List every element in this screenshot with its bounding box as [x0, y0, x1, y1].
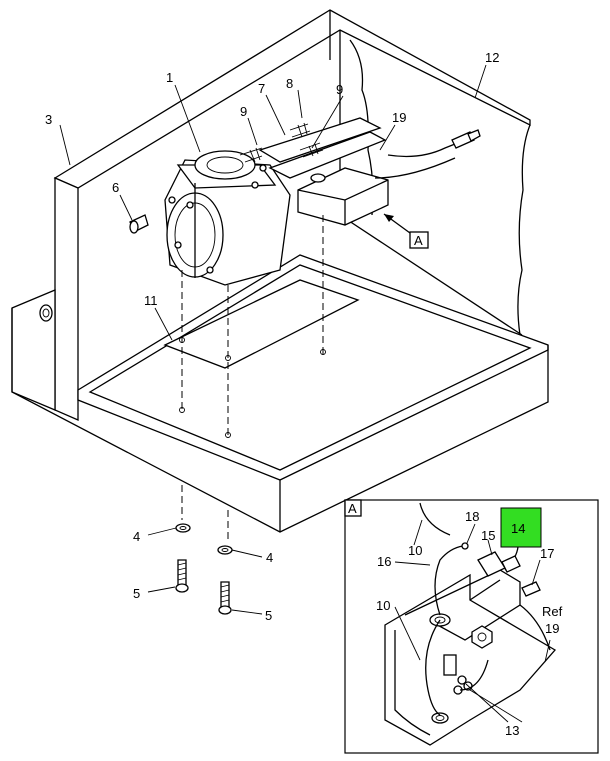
callout-1: 1: [166, 70, 173, 85]
callout-4: 4: [266, 550, 273, 565]
screw-5b: [218, 581, 232, 615]
callout-8: 8: [286, 76, 293, 91]
callout-3: 3: [45, 112, 52, 127]
callouts: 1 3 7 8 9 9 12 19 6 11 4 4 5 5: [45, 50, 499, 623]
detail-callout-13: 13: [505, 723, 519, 738]
detail-callout-15: 15: [481, 528, 495, 543]
callout-5: 5: [133, 586, 140, 601]
view-marker-label: A: [414, 233, 423, 248]
screw-5a: [175, 559, 189, 593]
detail-view-a: A: [344, 499, 599, 754]
rod-assembly: [239, 117, 387, 179]
washer-4b: [217, 545, 233, 555]
callout-4: 4: [133, 529, 140, 544]
highlight-box-14: [500, 507, 542, 548]
detail-callout-19: 19: [545, 621, 559, 636]
callout-11: 11: [144, 293, 158, 308]
callout-12: 12: [485, 50, 499, 65]
detail-callout-14: 14: [511, 521, 525, 536]
assembly-lines: [179, 215, 324, 540]
callout-9: 9: [240, 104, 247, 119]
callout-5: 5: [265, 608, 272, 623]
detail-ref-label: Ref: [542, 604, 563, 619]
detail-callout-10: 10: [408, 543, 422, 558]
detail-callout-16: 16: [377, 554, 391, 569]
side-post: [54, 177, 79, 421]
wiring: [374, 129, 481, 179]
washer-4a: [175, 523, 191, 533]
detail-callout-10: 10: [376, 598, 390, 613]
callout-6: 6: [112, 180, 119, 195]
callout-7: 7: [258, 81, 265, 96]
leader-lines: [59, 64, 487, 615]
fitting-6: [129, 214, 149, 234]
control-box: [297, 167, 389, 226]
detail-callout-18: 18: [465, 509, 479, 524]
callout-19: 19: [392, 110, 406, 125]
callout-9: 9: [336, 82, 343, 97]
detail-label: A: [348, 501, 357, 516]
view-marker-a: A: [409, 231, 429, 249]
detail-callout-17: 17: [540, 546, 554, 561]
base-tray: [11, 254, 549, 533]
pump-motor: [164, 150, 291, 286]
